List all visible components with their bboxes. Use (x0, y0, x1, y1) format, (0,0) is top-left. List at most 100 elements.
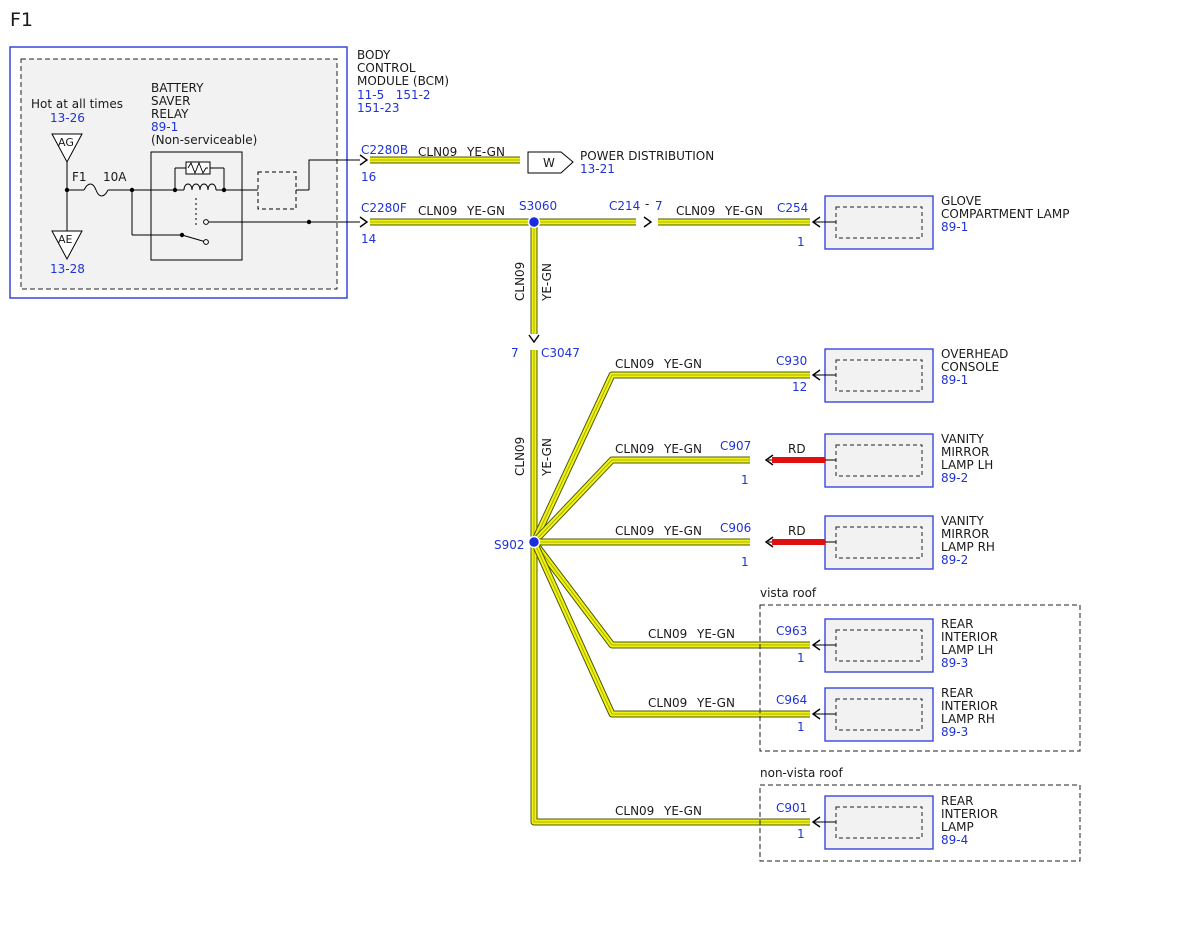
component-name-rear-rh-0: REAR (941, 686, 973, 700)
splice-s3060[interactable]: S3060 (519, 199, 557, 213)
bcm-refs-1[interactable]: 11-5 151-2 (357, 88, 431, 102)
ag-label: AG (58, 136, 74, 149)
component-box-rear-lh[interactable] (824, 618, 934, 673)
pd-connector[interactable]: C2280B (361, 143, 408, 157)
bcm-title-line-3: MODULE (BCM) (357, 74, 449, 88)
component-ref-glove[interactable]: 89-1 (941, 220, 968, 234)
component-name-rear-rh-1: INTERIOR (941, 699, 998, 713)
wire-color-rear: YE-GN (663, 804, 702, 818)
component-box-overhead[interactable] (824, 348, 934, 403)
component-ref-overhead[interactable]: 89-1 (941, 373, 968, 387)
connector-glove[interactable]: C254 (777, 201, 808, 215)
connector-overhead[interactable]: C930 (776, 354, 807, 368)
component-box-vanity-lh[interactable] (824, 433, 934, 488)
connector-vanity-lh[interactable]: C907 (720, 439, 751, 453)
pin-rear-lh: 1 (797, 651, 805, 665)
pd-label: POWER DISTRIBUTION (580, 149, 714, 163)
pd-wire-color: YE-GN (466, 145, 505, 159)
component-name-glove-0: GLOVE (941, 194, 982, 208)
wire-circuit-vanity-lh: CLN09 (615, 442, 654, 456)
component-ref-rear[interactable]: 89-4 (941, 833, 968, 847)
bcm-refs-2[interactable]: 151-23 (357, 101, 400, 115)
component-box-rear-rh[interactable] (824, 687, 934, 742)
inline-dash: - (645, 197, 649, 211)
component-ref-vanity-lh[interactable]: 89-2 (941, 471, 968, 485)
jumper-color-vanity-rh: RD (788, 524, 806, 538)
component-ref-rear-lh[interactable]: 89-3 (941, 656, 968, 670)
wire-color-overhead: YE-GN (663, 357, 702, 371)
connector-rear-rh[interactable]: C964 (776, 693, 807, 707)
non-vista-roof-group (759, 784, 1081, 862)
wire-circuit-rear-rh: CLN09 (648, 696, 687, 710)
glove-wire-color: YE-GN (724, 204, 763, 218)
harness-wires (370, 156, 810, 826)
splice-s902[interactable]: S902 (494, 538, 525, 552)
bcm-title-line-2: CONTROL (357, 61, 416, 75)
relay-title-1: BATTERY (151, 81, 204, 95)
body-control-module: BODY CONTROL MODULE (BCM) 11-5 151-2 151… (9, 46, 449, 299)
wire-circuit-rear-lh: CLN09 (648, 627, 687, 641)
component-ref-rear-rh[interactable]: 89-3 (941, 725, 968, 739)
inline-pin: 7 (655, 199, 663, 213)
glove-wire-circuit: CLN09 (676, 204, 715, 218)
relay-ref[interactable]: 89-1 (151, 120, 178, 134)
pd-ref[interactable]: 13-21 (580, 162, 615, 176)
connector-arrow-icon (811, 708, 821, 720)
main-wire-circuit: CLN09 (418, 204, 457, 218)
connector-rear-lh[interactable]: C963 (776, 624, 807, 638)
main-connector[interactable]: C2280F (361, 201, 407, 215)
connector-arrow-icon (764, 454, 774, 466)
splice-dot-s902[interactable] (527, 535, 541, 549)
pd-pin: 16 (361, 170, 376, 184)
component-box-glove[interactable] (824, 195, 934, 250)
connector-arrow-icon (811, 639, 821, 651)
component-name-rear-lh-2: LAMP LH (941, 643, 993, 657)
main-wire-color: YE-GN (466, 204, 505, 218)
component-name-rear-lh-1: INTERIOR (941, 630, 998, 644)
page-label: F1 (10, 9, 33, 31)
drop-wire-circuit-1: CLN09 (513, 262, 527, 301)
vista-roof-label: vista roof (760, 586, 817, 600)
component-name-vanity-lh-2: LAMP LH (941, 458, 993, 472)
splice-dot-s3060[interactable] (527, 215, 541, 229)
component-name-glove-1: COMPARTMENT LAMP (941, 207, 1069, 221)
main-pin: 14 (361, 232, 376, 246)
component-name-vanity-rh-2: LAMP RH (941, 540, 995, 554)
fuse-name: F1 (72, 170, 87, 184)
component-name-rear-lh-0: REAR (941, 617, 973, 631)
component-name-overhead-0: OVERHEAD (941, 347, 1008, 361)
relay-coil-icon (172, 161, 250, 193)
ae-ref[interactable]: 13-28 (50, 262, 85, 276)
fuse-rating: 10A (103, 170, 127, 184)
component-box-rear[interactable] (824, 795, 934, 850)
component-name-vanity-lh-1: MIRROR (941, 445, 989, 459)
vista-roof-group (759, 604, 1081, 752)
wire-color-rear-rh: YE-GN (696, 696, 735, 710)
ae-power-symbol (51, 230, 83, 261)
wire-color-vanity-lh: YE-GN (663, 442, 702, 456)
drop-connector[interactable]: C3047 (541, 346, 580, 360)
component-name-overhead-1: CONSOLE (941, 360, 999, 374)
wire-vanity-lh (531, 456, 750, 545)
component-box-vanity-rh[interactable] (824, 515, 934, 570)
connector-rear[interactable]: C901 (776, 801, 807, 815)
relay-switch-icon (179, 198, 309, 245)
ae-label: AE (58, 233, 73, 246)
component-name-rear-1: INTERIOR (941, 807, 998, 821)
connector-arrow-icon (811, 816, 821, 828)
hot-ref[interactable]: 13-26 (50, 111, 85, 125)
connector-arrow-icon (811, 369, 821, 381)
connector-vanity-rh[interactable]: C906 (720, 521, 751, 535)
inline-connector[interactable]: C214 (609, 199, 640, 213)
power-distribution-branch: C2280B 16 CLN09 YE-GN W POWER DISTRIBUTI… (361, 143, 714, 184)
wire-rear-rh (530, 540, 810, 718)
wire-rear-lh (531, 539, 810, 649)
component-ref-vanity-rh[interactable]: 89-2 (941, 553, 968, 567)
